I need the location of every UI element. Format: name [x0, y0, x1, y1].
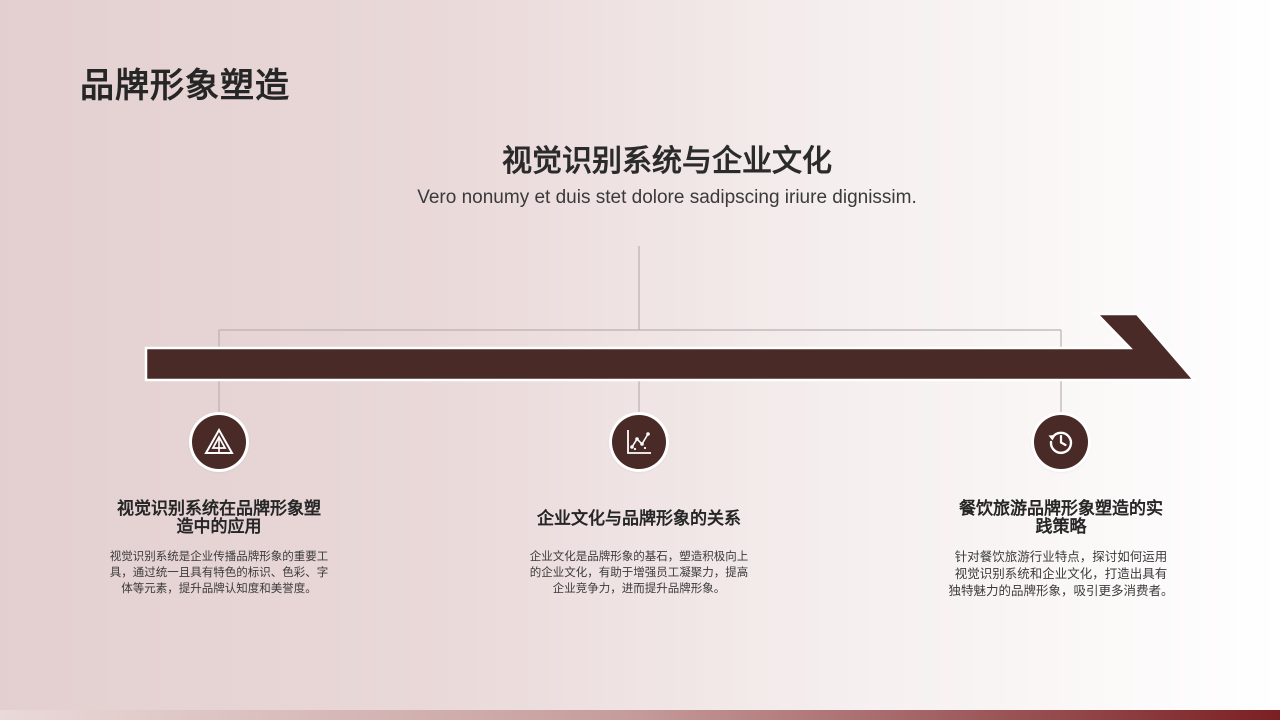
section-subtitle: Vero nonumy et duis stet dolore sadipsci… — [417, 187, 917, 208]
item-3-description: 针对餐饮旅游行业特点，探讨如何运用 视觉识别系统和企业文化，打造出具有 独特魅力… — [948, 549, 1174, 598]
section-heading: 视觉识别系统与企业文化 — [502, 144, 832, 179]
item-1-description: 视觉识别系统是企业传播品牌形象的重要工 具，通过统一且具有特色的标识、色彩、字 … — [109, 549, 329, 595]
triangle-logo-icon — [204, 427, 234, 454]
page-title: 品牌形象塑造 — [80, 66, 290, 106]
scatter-chart-icon — [627, 430, 651, 454]
timeline-arrow — [144, 312, 1197, 382]
bottom-accent-bar — [0, 710, 1280, 720]
timeline-node-1 — [192, 415, 246, 469]
history-clock-icon — [1048, 431, 1073, 454]
item-1-title: 视觉识别系统在品牌形象塑 造中的应用 — [117, 499, 321, 537]
timeline-node-3 — [1034, 415, 1088, 469]
timeline-node-2 — [612, 415, 666, 469]
item-2-description: 企业文化是品牌形象的基石，塑造积极向上 的企业文化，有助于增强员工凝聚力，提高 … — [529, 549, 749, 595]
item-2-title: 企业文化与品牌形象的关系 — [537, 509, 741, 529]
item-3-title: 餐饮旅游品牌形象塑造的实 践策略 — [959, 499, 1163, 537]
